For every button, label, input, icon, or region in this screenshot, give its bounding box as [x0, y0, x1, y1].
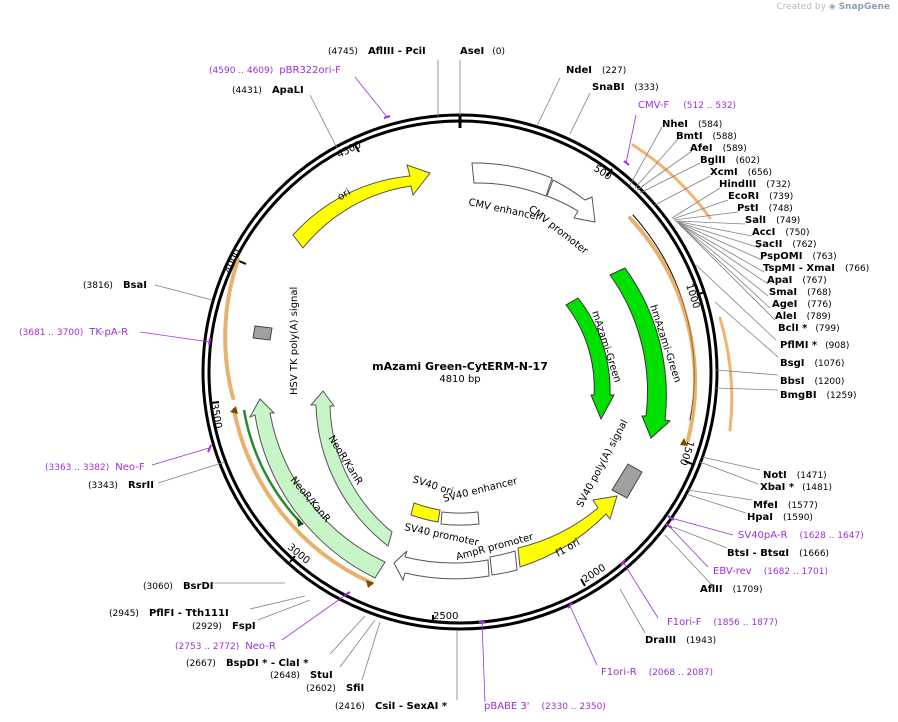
feature-label-sv40-enhancer: SV40 enhancer — [442, 476, 519, 505]
enzyme-label[interactable]: BsgI(1076) — [780, 358, 844, 369]
feature-sv40-promoter[interactable] — [393, 550, 490, 582]
primer-labels: CMV-F(512 .. 532) SV40pA-R(1628 .. 1647)… — [19, 65, 864, 712]
enzyme-label[interactable]: (3816)BsaI — [83, 280, 147, 291]
enzyme-label[interactable]: BmtI(588) — [676, 131, 737, 142]
enzyme-label[interactable]: XbaI *(1481) — [760, 482, 832, 493]
snapgene-logo-icon: ◈ — [828, 2, 836, 12]
primer-arrowhead-neo-r — [366, 580, 374, 588]
enzyme-label[interactable]: SacII(762) — [755, 239, 817, 250]
primer-label[interactable]: pBABE 3'(2330 .. 2350) — [484, 701, 606, 712]
enzyme-label[interactable]: DraIII(1943) — [645, 635, 716, 646]
feature-sv40-ori[interactable] — [410, 502, 441, 523]
feature-neor-kanr-inner[interactable] — [309, 390, 393, 547]
feature-neor-primer-arrowhead — [297, 518, 304, 527]
primer-arrowhead-neo-f — [230, 406, 238, 414]
feature-cmv-enhancer[interactable] — [471, 162, 553, 197]
primer-leader-lines — [139, 76, 734, 703]
feature-sv40-polya-signal[interactable] — [611, 463, 643, 499]
enzyme-label[interactable]: BtsI - BtsαI(1666) — [727, 548, 829, 559]
primer-arrowhead-cmv — [680, 438, 688, 446]
enzyme-label[interactable]: NdeI(227) — [566, 65, 626, 76]
credit-prefix: Created by — [776, 2, 826, 12]
enzyme-label[interactable]: (2416)CsiI - SexAI * — [335, 701, 448, 712]
enzyme-label[interactable]: SalI(749) — [745, 215, 800, 226]
enzyme-label[interactable]: EcoRI(739) — [728, 191, 793, 202]
primer-label[interactable]: F1ori-R(2068 .. 2087) — [601, 667, 713, 678]
feature-cmv-promoter[interactable] — [546, 179, 596, 223]
enzyme-label[interactable]: XcmI(656) — [710, 167, 772, 178]
enzyme-label[interactable]: NheI(584) — [662, 119, 722, 130]
enzyme-label[interactable]: BclI *(799) — [778, 323, 840, 334]
primer-label[interactable]: (3681 .. 3700)TK-pA-R — [19, 327, 128, 338]
primer-label[interactable]: (2753 .. 2772)Neo-R — [175, 641, 276, 652]
enzyme-label[interactable]: AccI(750) — [752, 227, 810, 238]
enzyme-label[interactable]: (2648)StuI — [270, 670, 333, 681]
feature-sv40-enhancer[interactable] — [440, 511, 480, 526]
feature-label-sv40-promoter: SV40 promoter — [403, 522, 480, 549]
feature-hmazami-green[interactable] — [609, 267, 672, 439]
enzyme-label[interactable]: BmgBI(1259) — [780, 390, 856, 401]
tick-label-3500: 3500 — [208, 403, 223, 430]
enzyme-label[interactable]: (3343)RsrII — [88, 480, 154, 491]
enzyme-label[interactable]: SnaBI(333) — [592, 82, 659, 93]
enzyme-label[interactable]: (4431)ApaLI — [232, 85, 304, 96]
tick-label-2000: 2000 — [581, 562, 608, 585]
enzyme-label[interactable]: AleI(789) — [775, 311, 831, 322]
enzyme-label[interactable]: TspMI - XmaI(766) — [763, 263, 869, 274]
enzyme-label[interactable]: (2667)BspDI * - ClaI * — [186, 658, 309, 669]
tick-marks — [210, 144, 705, 623]
enzyme-label[interactable]: MfeI(1577) — [753, 500, 818, 511]
enzyme-leader-lines — [154, 60, 779, 700]
enzyme-labels: AseI(0) NdeI(227) SnaBI(333) NheI(584) B… — [83, 46, 869, 712]
feature-f1-ori[interactable] — [517, 495, 618, 568]
enzyme-label[interactable]: (2945)PflFI - Tth111I — [109, 608, 229, 619]
feature-ampr-promoter[interactable] — [489, 550, 518, 576]
credit-brand: SnapGene — [838, 2, 890, 12]
primer-label[interactable]: SV40pA-R(1628 .. 1647) — [738, 530, 864, 541]
enzyme-label[interactable]: SmaI(768) — [769, 287, 831, 298]
enzyme-label[interactable]: (4745)AflIII - PciI — [328, 46, 426, 57]
enzyme-label[interactable]: BbsI(1200) — [780, 376, 844, 387]
primer-binding-bars — [223, 143, 734, 585]
enzyme-label[interactable]: (2929)FspI — [192, 621, 256, 632]
primer-label[interactable]: EBV-rev(1682 .. 1701) — [713, 566, 828, 577]
primer-label[interactable]: F1ori-F(1856 .. 1877) — [667, 617, 778, 628]
enzyme-label[interactable]: PspOMI(763) — [760, 251, 837, 262]
enzyme-label[interactable]: HpaI(1590) — [747, 512, 813, 523]
primer-label[interactable]: CMV-F(512 .. 532) — [638, 100, 736, 111]
enzyme-label[interactable]: HindIII(732) — [719, 179, 790, 190]
enzyme-label[interactable]: NotI(1471) — [763, 470, 827, 481]
feature-label-sv40-ori: SV40 ori — [411, 474, 454, 497]
enzyme-label[interactable]: ApaI(767) — [767, 275, 827, 286]
tick-label-4500: 4500 — [335, 140, 363, 161]
enzyme-label[interactable]: AfeI(589) — [690, 143, 747, 154]
feature-neor-kanr-outer[interactable] — [248, 398, 386, 579]
plasmid-name: mAzami Green-CytERM-N-17 — [372, 360, 548, 373]
enzyme-label[interactable]: (2602)SfiI — [306, 683, 364, 694]
tick-label-2500: 2500 — [433, 611, 458, 622]
feature-hsv-tk-polya-signal[interactable] — [252, 325, 273, 341]
feature-label-hsv-tk-polya-signal: HSV TK poly(A) signal — [289, 287, 300, 395]
feature-mazami-green[interactable] — [565, 297, 615, 421]
enzyme-label[interactable]: AflII(1709) — [700, 584, 763, 595]
enzyme-label[interactable]: BglII(602) — [700, 155, 760, 166]
enzyme-label[interactable]: AseI(0) — [460, 46, 505, 57]
primer-label[interactable]: (4590 .. 4609)pBR322ori-F — [209, 65, 341, 76]
plasmid-length: 4810 bp — [439, 374, 480, 385]
enzyme-label[interactable]: PstI(748) — [737, 203, 793, 214]
tick-label-1000: 1000 — [683, 283, 701, 311]
enzyme-label[interactable]: (3060)BsrDI — [143, 581, 213, 592]
primer-label[interactable]: (3363 .. 3382)Neo-F — [45, 462, 145, 473]
enzyme-label[interactable]: AgeI(776) — [772, 299, 832, 310]
tick-label-500: 500 — [591, 163, 613, 183]
feature-ori[interactable] — [292, 164, 431, 249]
feature-neor-primer-overlay — [242, 409, 301, 523]
enzyme-label[interactable]: PflMI *(908) — [780, 340, 849, 351]
snapgene-credit: Created by ◈ SnapGene — [776, 2, 890, 12]
